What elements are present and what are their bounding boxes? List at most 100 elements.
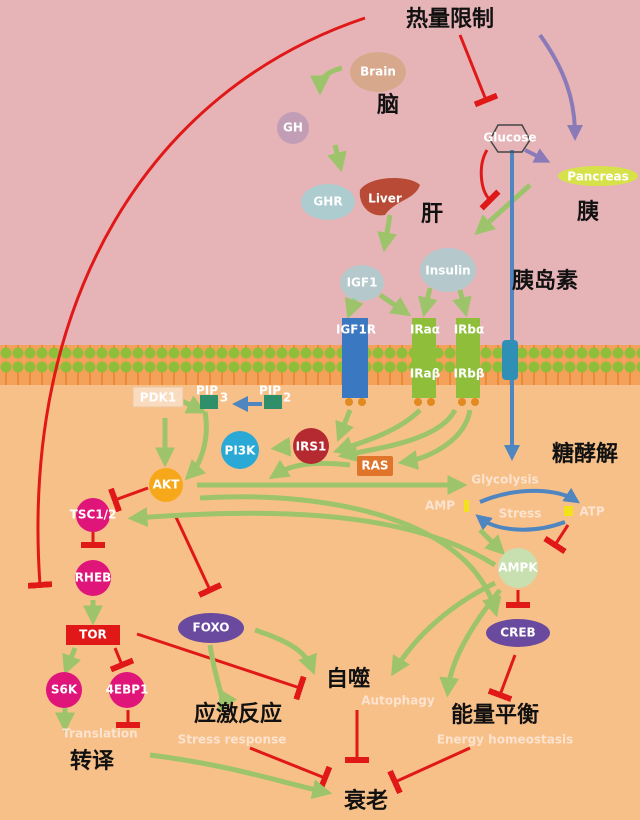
arrow-glucose-pancreas (524, 148, 551, 163)
ira-alpha-label: IRaα (410, 323, 440, 337)
igf1-label: IGF1 (347, 276, 378, 290)
pathway-arrows (27, 16, 583, 800)
rheb-node (75, 560, 111, 596)
pdk1-node (132, 386, 184, 408)
arrow-brain-gh (310, 65, 343, 96)
brain-icon (350, 52, 406, 92)
arrow-pancreas-insulin (474, 183, 532, 236)
inhibit-energy-aging (387, 746, 471, 795)
pdk1-label: PDK1 (140, 391, 176, 405)
extracellular-background (0, 0, 640, 350)
arrow-foxo-autophagy (254, 627, 317, 675)
ghr-label: GHR (313, 195, 342, 209)
s6k-label: S6K (51, 683, 78, 697)
pi3k-label: PI3K (225, 444, 257, 458)
rheb-label: RHEB (75, 571, 112, 585)
receptor-phosphates (345, 398, 479, 406)
arrow-tor-s6k (62, 647, 81, 675)
akt-node (149, 468, 183, 502)
arrow-cr-pancreas (538, 33, 583, 141)
akt-label: AKT (153, 478, 181, 492)
arrow-atp-amp (475, 514, 566, 532)
svg-text:2: 2 (283, 391, 291, 405)
glycolysis-zh-label: 糖酵解 (552, 441, 618, 467)
caloric-restriction-title: 热量限制 (406, 6, 494, 32)
translation-label: Translation (62, 727, 137, 741)
insulin-label: Insulin (425, 264, 470, 278)
arrow-gh-ghr (327, 144, 347, 173)
energy-zh-label: 能量平衡 (451, 702, 539, 728)
arrow-liver-igf1 (377, 214, 397, 253)
arrow-ras-pi3k (268, 459, 351, 480)
autophagy-label: Autophagy (361, 694, 435, 708)
inhibit-creb-energy (487, 654, 517, 703)
insulin-protein-icon (420, 248, 476, 292)
gh-protein-icon (277, 112, 309, 144)
pi3k-node (221, 431, 259, 469)
igf1r-label: IGF1R (336, 323, 376, 337)
ghr-protein-icon (301, 184, 355, 220)
ampk-node (498, 548, 538, 588)
inhibit-akt-tsc (108, 486, 149, 513)
irb-alpha-label: IRbα (454, 323, 485, 337)
tor-label: TOR (79, 628, 107, 642)
foxo-node (178, 613, 244, 643)
ira-receptor (412, 318, 436, 398)
glucose-label: Glucose (483, 131, 536, 145)
arrow-pip3-akt (184, 411, 209, 481)
creb-label: CREB (500, 626, 535, 640)
cell-membrane (0, 345, 640, 385)
liver-zh-label: 肝 (421, 202, 443, 227)
arrow-ampk-tsc (127, 507, 497, 568)
ira-beta-label: IRaβ (410, 367, 441, 381)
arrow-ampk-autophagy (391, 580, 497, 677)
arrow-irs1-pi3k (270, 436, 292, 457)
inhibit-atp-ampk (543, 524, 570, 555)
arrow-igf1r-irs1 (335, 409, 354, 442)
arrow-foxo-stress (207, 644, 237, 712)
arrow-translation-aging (149, 752, 333, 800)
4ebp1-label: 4EBP1 (106, 683, 149, 697)
glucose-transporter (502, 340, 518, 380)
foxo-label: FOXO (193, 621, 230, 635)
inhibit-akt-foxo (173, 514, 223, 598)
energy-homeostasis-label: Energy homeostasis (437, 733, 573, 747)
arrow-amp-atp (479, 487, 580, 504)
aging-zh-label: 衰老 (343, 788, 388, 814)
autophagy-zh-label: 自噬 (326, 666, 370, 692)
svg-text:3: 3 (220, 391, 228, 405)
pancreas-label: Pancreas (567, 170, 629, 184)
glucose-molecule-icon (489, 124, 531, 153)
tsc-node (76, 498, 110, 532)
ampk-label: AMPK (498, 561, 538, 575)
glycolysis-label: Glycolysis (471, 473, 538, 487)
gh-label: GH (283, 121, 303, 135)
4ebp1-node (109, 672, 145, 708)
inhibit-tor-4ebp1 (109, 647, 135, 673)
arrow-irb-ras (397, 409, 473, 470)
inhibit-cr-glucose (458, 34, 499, 108)
atp-label: ATP (579, 505, 605, 519)
arrow-amp-ampk (478, 528, 506, 556)
inhibit-tor-autophagy (136, 632, 307, 701)
tor-node (66, 625, 120, 645)
tsc-label: TSC1/2 (70, 508, 117, 522)
stress-response-zh-label: 应激反应 (194, 701, 282, 727)
igf1-protein-icon (340, 265, 384, 301)
irb-receptor (456, 318, 480, 398)
arrow-ampk-energy (439, 588, 502, 698)
liver-label: Liver (368, 192, 402, 206)
pancreas-zh-label: 胰 (577, 200, 599, 225)
insulin-zh-label: 胰岛素 (512, 268, 578, 294)
igf1r-receptor (342, 318, 368, 398)
brain-label: Brain (360, 65, 396, 79)
stress-response-label: Stress response (178, 733, 287, 747)
liver-icon (359, 178, 420, 216)
ras-label: RAS (361, 459, 388, 473)
arrow-igf1-ira (378, 292, 412, 317)
inhibit-stress-aging (249, 746, 333, 791)
arrow-insulin-irb (452, 289, 472, 318)
stress-label: Stress (499, 507, 542, 521)
